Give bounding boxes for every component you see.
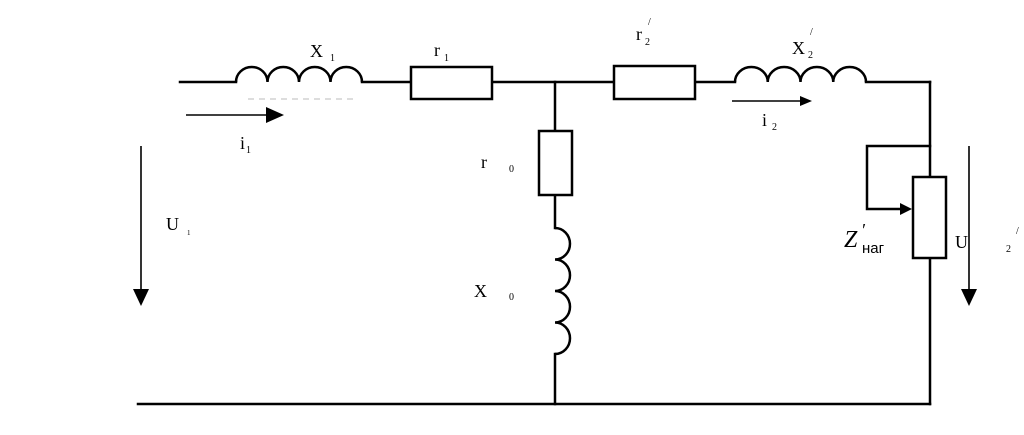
label-r0-sub: 0 — [509, 164, 514, 175]
current-arrowhead-i2 — [800, 96, 812, 106]
circuit-wires — [136, 80, 932, 406]
label-i1: i — [240, 133, 245, 153]
label-r2: r — [636, 24, 642, 44]
label-u2: U — [955, 232, 968, 252]
label-u1: U — [166, 214, 179, 234]
label-z-prime: ′ — [861, 220, 866, 240]
inductor-x0 — [554, 226, 572, 356]
label-i2: i — [762, 110, 767, 130]
label-x2-prime: / — [810, 27, 813, 38]
label-x0-sub: 0 — [509, 292, 514, 303]
label-x2-sub: 2 — [808, 50, 813, 61]
voltage-arrowhead-u1 — [133, 289, 149, 306]
label-i1-sub: 1 — [246, 145, 251, 156]
label-r1-sub: 1 — [444, 53, 449, 64]
label-x1-sub: 1 — [330, 53, 335, 64]
inductor-x1 — [234, 65, 364, 83]
label-r1: r — [434, 40, 440, 60]
resistor-r2 — [612, 64, 697, 101]
load-resistor — [911, 175, 948, 260]
current-arrowhead-i1 — [266, 107, 284, 123]
voltage-arrowhead-u2 — [961, 289, 977, 306]
label-x2: X — [792, 38, 805, 58]
label-r2-sub: 2 — [645, 37, 650, 48]
label-x0: X — [474, 281, 487, 301]
label-r0: r — [481, 152, 487, 172]
inductor-x2 — [733, 65, 868, 83]
label-u1-sub: 1 — [187, 229, 191, 237]
label-u2-sub: 2 — [1006, 244, 1011, 255]
load-tap-arrowhead — [900, 203, 912, 215]
resistor-r1 — [409, 65, 494, 101]
label-i2-sub: 2 — [772, 122, 777, 133]
label-z-sub: наг — [862, 240, 885, 257]
label-u2-prime: / — [1016, 226, 1019, 237]
wire-load-tap — [865, 144, 932, 211]
label-r2-prime: / — [648, 17, 651, 28]
label-x1: X — [310, 41, 323, 61]
resistor-r0 — [537, 129, 574, 197]
label-z-load: Z — [844, 227, 858, 253]
